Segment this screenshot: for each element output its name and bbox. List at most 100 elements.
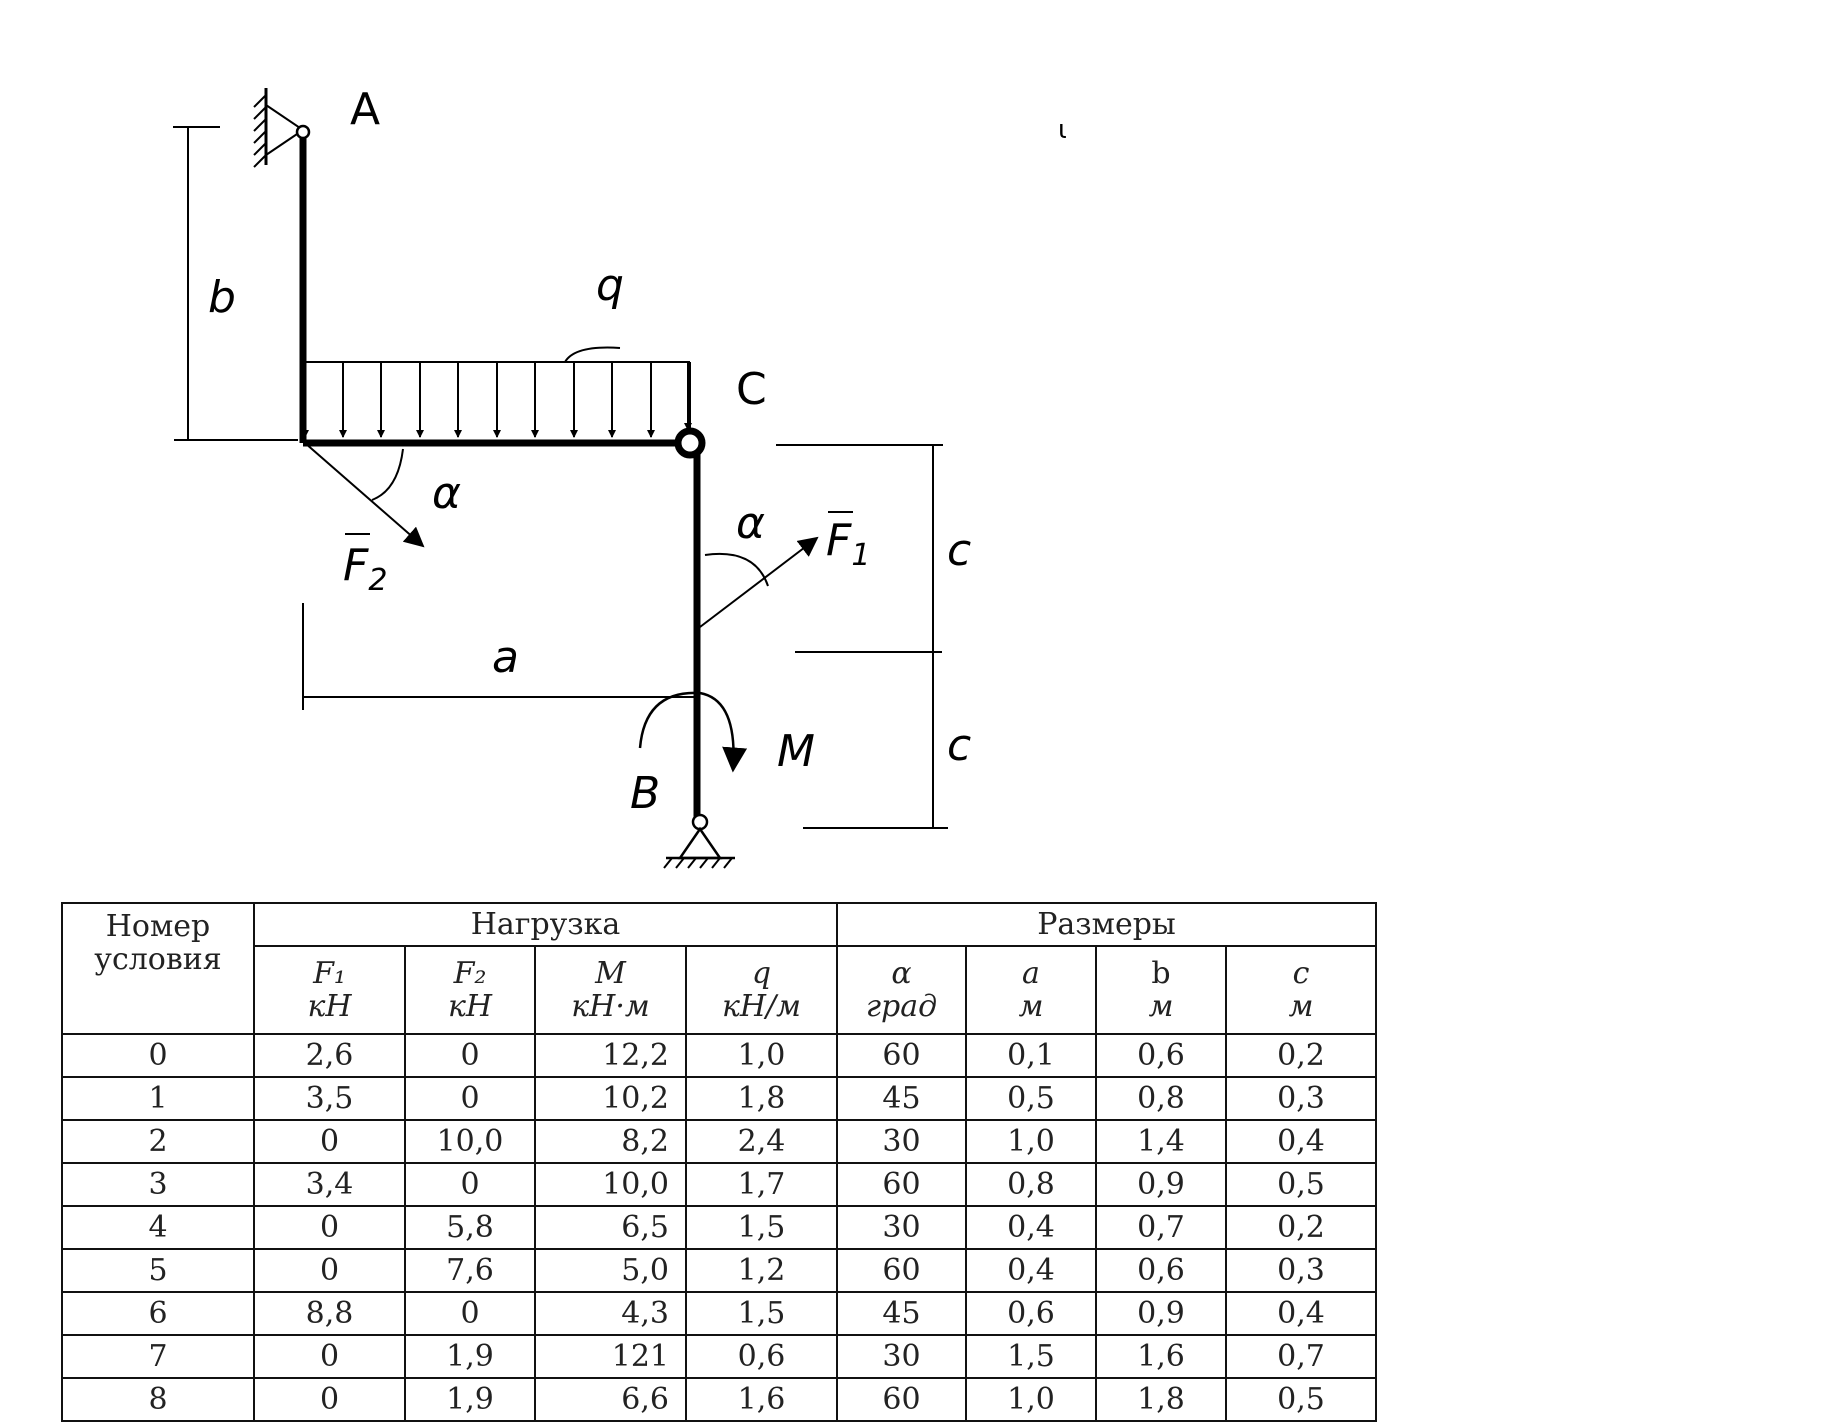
cell-c: 0,3 [1225,1076,1377,1121]
cell-alpha: 60 [836,1248,967,1293]
cell-f1: 3,5 [253,1076,406,1121]
cell-alpha: 45 [836,1291,967,1336]
cell-condition: 7 [61,1334,255,1379]
label-c-dim-upper: c [947,525,971,576]
cell-c: 0,4 [1225,1119,1377,1164]
table-row: 7 0 1,9 121 0,6 30 1,5 1,6 0,7 [61,1334,1377,1379]
cell-f2: 5,8 [404,1205,536,1250]
cell-alpha: 45 [836,1076,967,1121]
cell-alpha: 30 [836,1119,967,1164]
support-b [663,813,735,869]
table-row: 3 3,4 0 10,0 1,7 60 0,8 0,9 0,5 [61,1162,1377,1207]
cell-c: 0,2 [1225,1205,1377,1250]
cell-condition: 2 [61,1119,255,1164]
cell-q: 2,4 [685,1119,838,1164]
cell-f1: 8,8 [253,1291,406,1336]
label-m: M [777,726,815,777]
table-row: 1 3,5 0 10,2 1,8 45 0,5 0,8 0,3 [61,1076,1377,1121]
label-q: q [596,260,624,311]
dimension-b [173,126,298,441]
frame [299,138,701,822]
cell-m: 4,3 [534,1291,687,1336]
cell-a: 0,5 [965,1076,1097,1121]
dimension-c [776,444,948,829]
force-f2 [304,442,425,548]
table-row: 6 8,8 0 4,3 1,5 45 0,6 0,9 0,4 [61,1291,1377,1336]
cell-f2: 0 [404,1076,536,1121]
cell-c: 0,4 [1225,1291,1377,1336]
cell-f1: 0 [253,1119,406,1164]
cell-condition: 5 [61,1248,255,1293]
cell-a: 1,0 [965,1119,1097,1164]
cell-a: 0,4 [965,1248,1097,1293]
label-b-dim: b [208,272,236,323]
header-size-group: Размеры [836,902,1377,947]
label-f1: F1 [826,515,870,573]
cell-q: 1,8 [685,1076,838,1121]
cell-b: 0,6 [1095,1248,1227,1293]
cell-q: 0,6 [685,1334,838,1379]
cell-b: 1,4 [1095,1119,1227,1164]
cell-b: 0,6 [1095,1033,1227,1078]
cell-alpha: 60 [836,1162,967,1207]
cell-m: 12,2 [534,1033,687,1078]
cell-q: 1,5 [685,1205,838,1250]
cell-b: 0,9 [1095,1291,1227,1336]
cell-m: 6,5 [534,1205,687,1250]
cell-f2: 0 [404,1033,536,1078]
label-a-dim: a [492,632,519,683]
cell-q: 1,0 [685,1033,838,1078]
cell-f2: 1,9 [404,1334,536,1379]
hinge-c [674,427,706,459]
cell-m: 121 [534,1334,687,1379]
support-a [253,88,311,168]
cell-alpha: 30 [836,1334,967,1379]
table-row: 0 2,6 0 12,2 1,0 60 0,1 0,6 0,2 [61,1033,1377,1078]
distributed-load [301,346,692,443]
cell-m: 10,0 [534,1162,687,1207]
cell-f1: 0 [253,1205,406,1250]
cell-condition: 0 [61,1033,255,1078]
cell-f2: 10,0 [404,1119,536,1164]
cell-b: 1,6 [1095,1334,1227,1379]
table-row: 4 0 5,8 6,5 1,5 30 0,4 0,7 0,2 [61,1205,1377,1250]
cell-a: 0,6 [965,1291,1097,1336]
cell-alpha: 60 [836,1033,967,1078]
label-b-point: B [630,768,660,819]
label-a-point: A [350,84,380,135]
cell-alpha: 30 [836,1205,967,1250]
cell-b: 0,7 [1095,1205,1227,1250]
cell-c: 0,5 [1225,1162,1377,1207]
cell-condition: 1 [61,1076,255,1121]
label-c-point: C [736,364,767,415]
cell-q: 1,7 [685,1162,838,1207]
label-c-dim-lower: c [947,720,971,771]
cell-m: 10,2 [534,1076,687,1121]
cell-f1: 0 [253,1248,406,1293]
cell-condition: 6 [61,1291,255,1336]
force-f1 [699,511,853,628]
cell-c: 0,7 [1225,1334,1377,1379]
stray-mark: ι [1058,115,1067,145]
cell-a: 0,4 [965,1205,1097,1250]
cell-m: 8,2 [534,1119,687,1164]
cell-f2: 0 [404,1291,536,1336]
cell-condition: 3 [61,1162,255,1207]
table-row: 2 0 10,0 8,2 2,4 30 1,0 1,4 0,4 [61,1119,1377,1164]
cell-f1: 0 [253,1334,406,1379]
cell-a: 0,1 [965,1033,1097,1078]
cell-f2: 7,6 [404,1248,536,1293]
table-header-row-groups: Номер условия Нагрузка Размеры [61,902,1377,1035]
table-row: 5 0 7,6 5,0 1,2 60 0,4 0,6 0,3 [61,1248,1377,1293]
label-f2: F2 [343,540,387,598]
cell-a: 1,5 [965,1334,1097,1379]
